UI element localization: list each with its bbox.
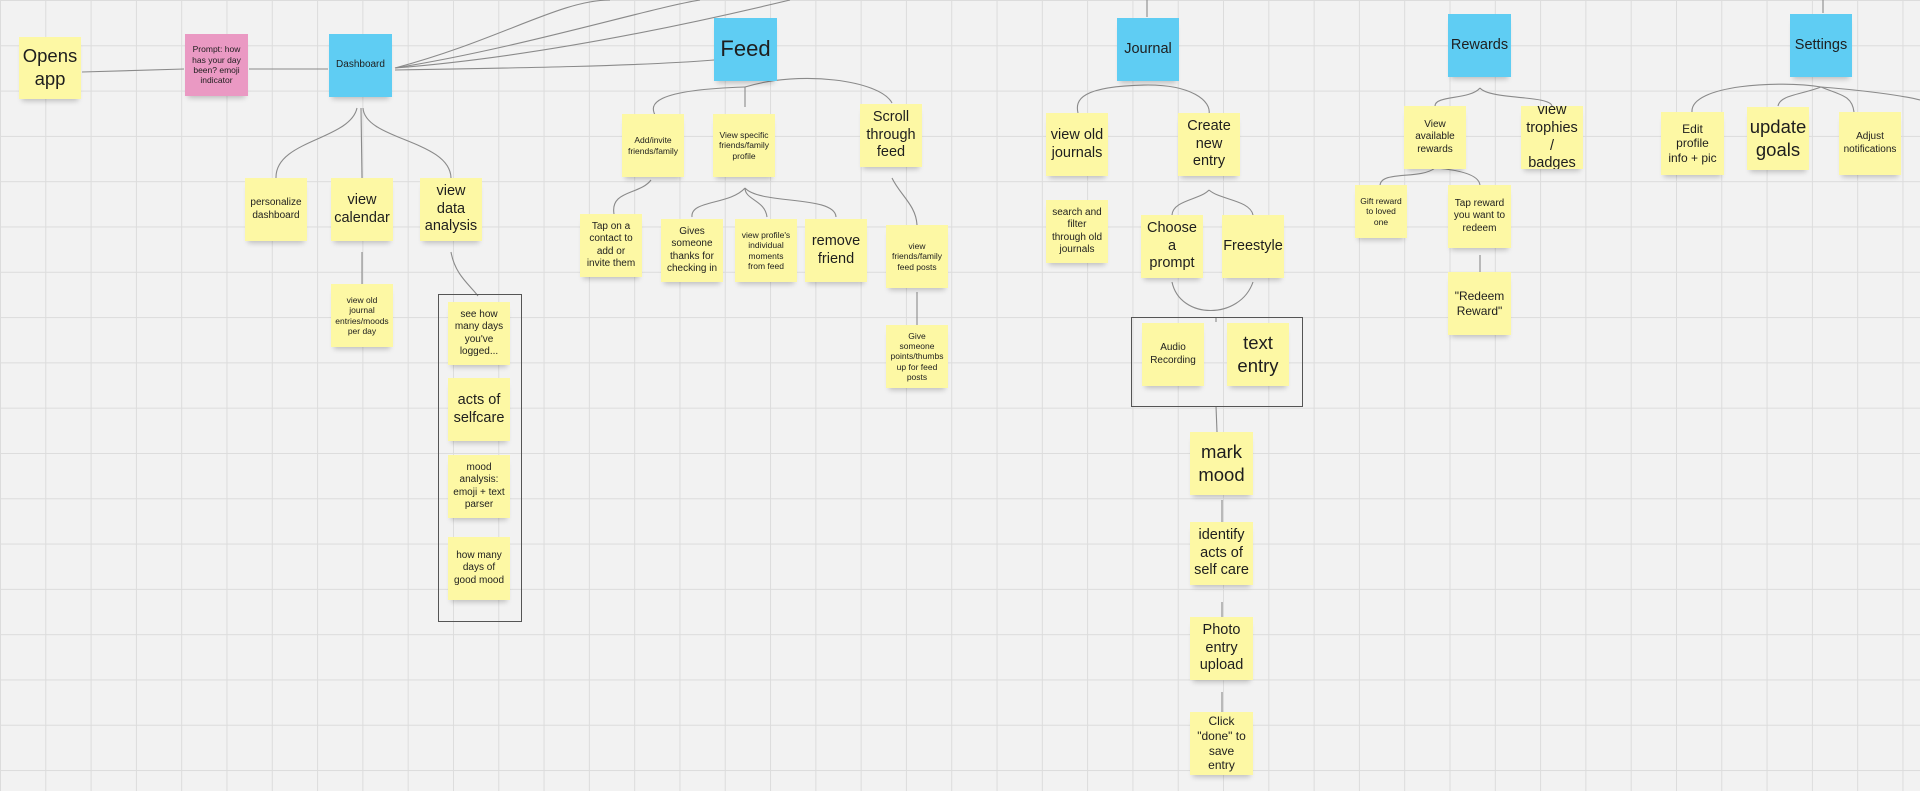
- note-feed-header[interactable]: Feed: [714, 18, 777, 81]
- note-add-invite-friends[interactable]: Add/invite friends/family: [622, 114, 684, 177]
- note-view-profile-moments[interactable]: view profile's individual moments from f…: [735, 219, 797, 282]
- note-edit-profile[interactable]: Edit profile info + pic: [1661, 112, 1724, 175]
- note-photo-entry-upload[interactable]: Photo entry upload: [1190, 617, 1253, 680]
- note-search-filter-journals[interactable]: search and filter through old journals: [1046, 200, 1108, 263]
- note-opens-app[interactable]: Opens app: [19, 37, 81, 99]
- note-identify-acts-self-care[interactable]: identify acts of self care: [1190, 522, 1253, 585]
- data-analysis-group-box: [438, 294, 522, 622]
- note-click-done[interactable]: Click "done" to save entry: [1190, 712, 1253, 775]
- note-tap-reward-redeem[interactable]: Tap reward you want to redeem: [1448, 185, 1511, 248]
- note-acts-of-selfcare[interactable]: acts of selfcare: [448, 378, 510, 441]
- note-give-points[interactable]: Give someone points/thumbs up for feed p…: [886, 325, 948, 388]
- note-personalize-dashboard[interactable]: personalize dashboard: [245, 178, 307, 241]
- note-settings-header[interactable]: Settings: [1790, 14, 1852, 77]
- note-good-mood-days[interactable]: how many days of good mood: [448, 537, 510, 600]
- note-gives-thanks[interactable]: Gives someone thanks for checking in: [661, 219, 723, 282]
- note-choose-prompt[interactable]: Choose a prompt: [1141, 215, 1203, 278]
- note-dashboard-header[interactable]: Dashboard: [329, 34, 392, 97]
- note-scroll-through-feed[interactable]: Scroll through feed: [860, 104, 922, 167]
- note-create-new-entry[interactable]: Create new entry: [1178, 113, 1240, 176]
- entry-type-group-box: [1131, 317, 1303, 407]
- note-view-old-journal-entries[interactable]: view old journal entries/moods per day: [331, 284, 393, 347]
- note-prompt-day-emoji[interactable]: Prompt: how has your day been? emoji ind…: [185, 34, 248, 96]
- note-update-goals[interactable]: update goals: [1747, 107, 1809, 170]
- note-freestyle[interactable]: Freestyle: [1222, 215, 1284, 278]
- note-view-available-rewards[interactable]: View available rewards: [1404, 106, 1466, 169]
- note-redeem-reward[interactable]: "Redeem Reward": [1448, 272, 1511, 335]
- note-mood-analysis[interactable]: mood analysis: emoji + text parser: [448, 455, 510, 518]
- note-view-feed-posts[interactable]: view friends/family feed posts: [886, 225, 948, 288]
- note-journal-header[interactable]: Journal: [1117, 18, 1179, 81]
- note-audio-recording[interactable]: Audio Recording: [1142, 323, 1204, 386]
- note-remove-friend[interactable]: remove friend: [805, 219, 867, 282]
- note-text-entry[interactable]: text entry: [1227, 323, 1289, 386]
- note-tap-contact[interactable]: Tap on a contact to add or invite them: [580, 214, 642, 277]
- note-rewards-header[interactable]: Rewards: [1448, 14, 1511, 77]
- note-view-calendar[interactable]: view calendar: [331, 178, 393, 241]
- note-view-data-analysis[interactable]: view data analysis: [420, 178, 482, 241]
- note-mark-mood[interactable]: mark mood: [1190, 432, 1253, 495]
- note-view-old-journals[interactable]: view old journals: [1046, 113, 1108, 176]
- note-view-trophies-badges[interactable]: view trophies / badges: [1521, 106, 1583, 169]
- note-gift-reward[interactable]: Gift reward to loved one: [1355, 185, 1407, 238]
- note-view-friend-profile[interactable]: View specific friends/family profile: [713, 114, 775, 177]
- note-days-logged[interactable]: see how many days you've logged...: [448, 302, 510, 365]
- note-adjust-notifications[interactable]: Adjust notifications: [1839, 112, 1901, 175]
